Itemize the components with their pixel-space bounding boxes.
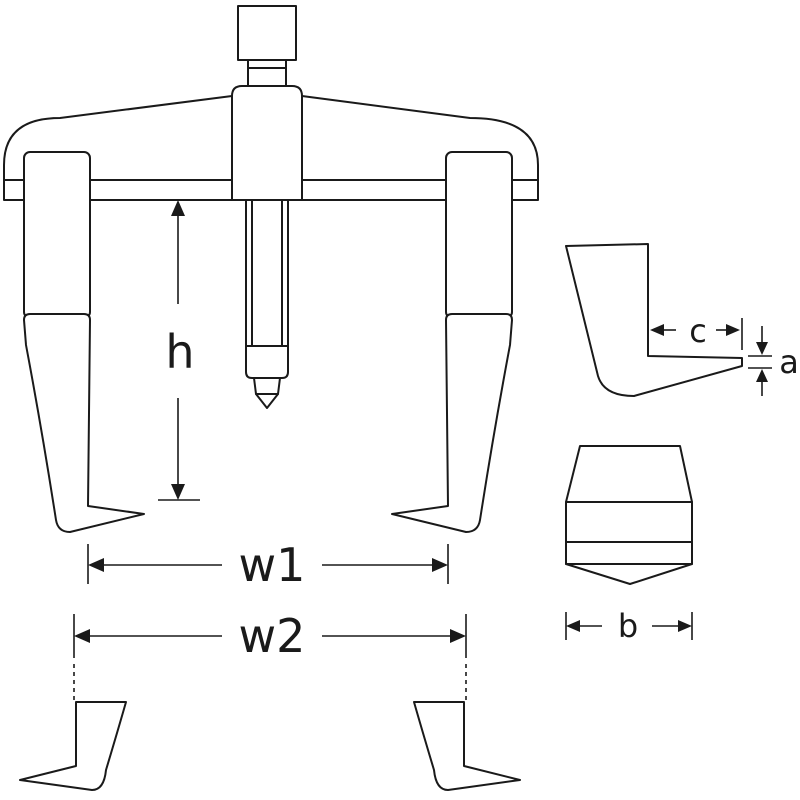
puller-assembly (3, 5, 539, 533)
spindle-tip (245, 345, 289, 379)
jaw-front-profile (565, 445, 693, 585)
dimension-w2: w2 (73, 609, 467, 700)
jaw-front-detail: b (565, 445, 693, 645)
label-a: a (779, 343, 799, 381)
upper-thread (247, 59, 287, 89)
dimension-w1: w1 (87, 538, 449, 592)
label-w1: w1 (239, 538, 306, 592)
reversed-jaw-right (413, 701, 521, 791)
label-h: h (165, 325, 194, 379)
left-arm-sleeve (23, 151, 91, 319)
center-hub (231, 85, 303, 201)
reversed-jaw-left (19, 701, 127, 791)
right-arm-jaw (391, 313, 513, 533)
top-nut (237, 5, 297, 61)
left-arm-jaw (23, 313, 145, 533)
jaw-tip-detail: c a (565, 243, 799, 397)
label-b: b (618, 607, 638, 645)
jaw-tip-profile (565, 243, 743, 397)
right-arm-sleeve (445, 151, 513, 319)
label-w2: w2 (239, 609, 306, 663)
dimension-h: h (158, 200, 200, 501)
label-c: c (689, 312, 707, 350)
